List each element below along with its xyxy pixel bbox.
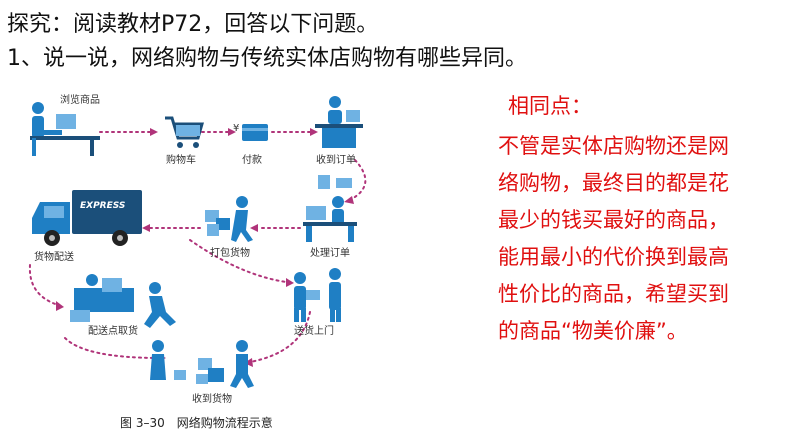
pack-goods-icon [205, 196, 253, 242]
label-pickup: 配送点取货 [88, 324, 138, 337]
browse-person-icon [30, 102, 100, 156]
receive-order-person-icon [315, 96, 363, 148]
bank-card-icon: ¥ [233, 123, 268, 141]
label-received: 收到货物 [192, 392, 232, 405]
label-receive-order: 收到订单 [316, 153, 356, 166]
answer-heading: 相同点： [508, 94, 592, 118]
label-browse: 浏览商品 [60, 93, 100, 106]
label-cart: 购物车 [166, 153, 196, 166]
online-shopping-flow-diagram: ¥ EXPRESS [28, 93, 367, 430]
figure-caption: 图 3–30 网络购物流程示意 [120, 415, 273, 430]
label-process-order: 处理订单 [310, 247, 350, 259]
answer-block: 相同点： 不管是实体店购物还是网 络购物，最终目的都是花 最少的钱买最好的商品，… [498, 90, 768, 350]
answer-line: 最少的钱买最好的商品， [498, 208, 729, 232]
received-goods-icon [150, 340, 254, 388]
flow-arrows [28, 131, 367, 363]
answer-line: 不管是实体店购物还是网 [498, 134, 729, 158]
answer-line: 的商品“物美价廉”。 [498, 319, 688, 343]
door-delivery-icon [294, 268, 341, 322]
answer-line: 能用最小的代价换到最高 [498, 245, 729, 269]
answer-line: 络购物，最终目的都是花 [498, 171, 729, 195]
label-pay: 付款 [242, 153, 262, 166]
shopping-cart-icon [165, 116, 204, 148]
label-pack: 打包货物 [210, 246, 250, 259]
delivery-truck-icon: EXPRESS [32, 190, 142, 246]
label-delivery: 货物配送 [34, 250, 74, 263]
label-door: 送货上门 [294, 324, 334, 337]
arrow-heads [56, 128, 354, 367]
process-order-person-icon [303, 175, 357, 242]
svg-text:¥: ¥ [233, 123, 239, 134]
svg-text:EXPRESS: EXPRESS [80, 201, 125, 211]
pickup-point-icon [70, 274, 176, 328]
heading-line-1: 探究：阅读教材P72，回答以下问题。 [7, 12, 379, 37]
heading-line-2: 1、说一说，网络购物与传统实体店购物有哪些异同。 [7, 46, 527, 71]
answer-line: 性价比的商品，希望买到 [498, 282, 729, 306]
